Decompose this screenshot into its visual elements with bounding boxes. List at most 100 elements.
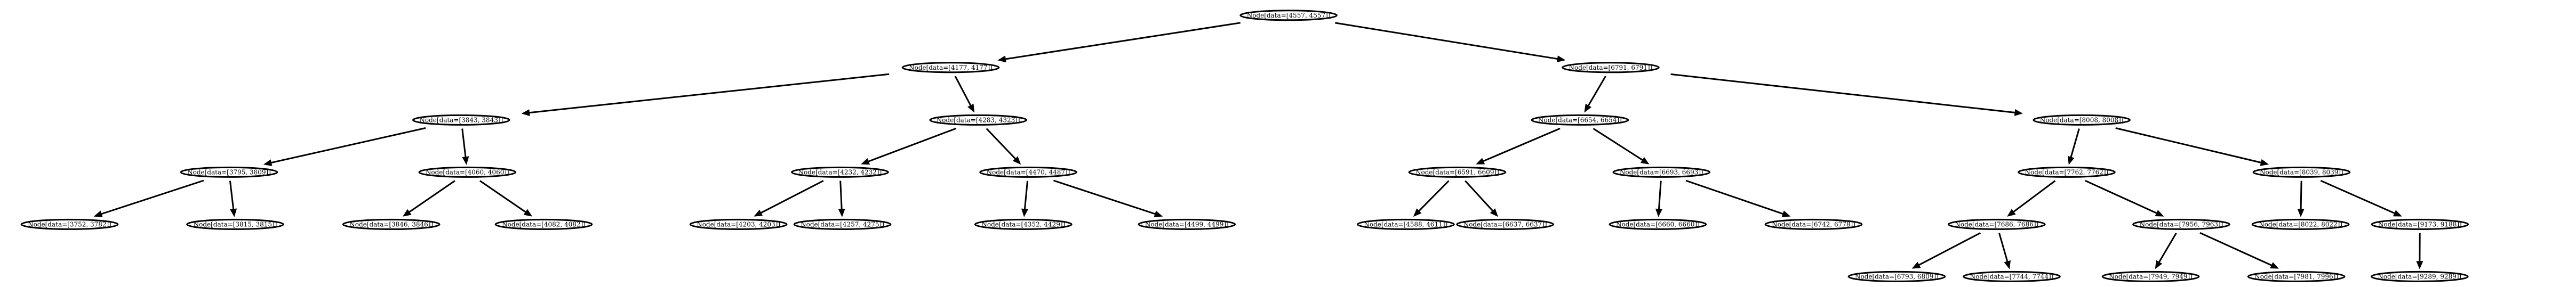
node-label: Node[data=[3843, 3843]]: [419, 116, 503, 124]
tree-node-n6637: Node[data=[6637, 6637]]: [1456, 218, 1555, 230]
node-label: Node[data=[6742, 6778]]: [1772, 220, 1855, 228]
tree-node-n3752: Node[data=[3752, 3782]]: [20, 218, 119, 230]
node-label: Node[data=[4283, 4323]]: [937, 116, 1020, 124]
tree-node-n3846: Node[data=[3846, 3846]]: [342, 218, 441, 230]
tree-node-n7686: Node[data=[7686, 7686]]: [1947, 218, 2046, 230]
edge-n4557-n4177: [1005, 22, 1241, 60]
edge-n4470-n4352: [1023, 181, 1028, 210]
node-ellipse: [186, 218, 284, 230]
tree-node-n4082: Node[data=[4082, 4082]]: [494, 218, 593, 230]
node-label: Node[data=[4177, 4177]]: [909, 64, 993, 71]
arrowhead-n8039-n9173: [2393, 210, 2402, 217]
edge-n7686-n7744: [1998, 233, 2009, 263]
node-label: Node[data=[3846, 3846]]: [349, 220, 433, 228]
arrowhead-n3843-n4060: [462, 156, 469, 165]
edge-n4060-n3846: [409, 180, 455, 213]
edge-n6693-n6742: [1685, 179, 1784, 215]
arrowhead-n4557-n6791: [1556, 55, 1566, 63]
arrowhead-n4470-n4499: [1154, 210, 1163, 217]
node-ellipse: [2371, 218, 2469, 230]
edge-n4470-n4499: [1053, 179, 1156, 215]
edge-layer: [93, 22, 2423, 269]
arrowhead-n6791-n8008: [2014, 109, 2023, 116]
arrowhead-n9173-n9289: [2416, 261, 2423, 269]
edge-n4283-n4232: [868, 127, 957, 162]
edge-n6791-n6654: [1587, 76, 1606, 106]
node-ellipse: [1562, 62, 1660, 73]
node-ellipse: [979, 166, 1077, 178]
edge-n4283-n4470: [986, 128, 1017, 160]
node-label: Node[data=[8008, 8008]]: [2040, 116, 2124, 124]
tree-node-n6693: Node[data=[6693, 6693]]: [1612, 166, 1711, 178]
arrowhead-n7956-n7949: [2155, 260, 2163, 269]
arrowhead-n6693-n6742: [1781, 210, 1791, 217]
node-label: Node[data=[8039, 8039]]: [2260, 168, 2343, 176]
tree-node-n7762: Node[data=[7762, 7762]]: [2018, 166, 2116, 178]
arrowhead-n7762-n7686: [2007, 209, 2016, 217]
node-ellipse: [793, 218, 892, 230]
node-ellipse: [901, 62, 1000, 73]
node-ellipse: [1138, 218, 1236, 230]
node-label: Node[data=[3752, 3782]]: [28, 220, 111, 228]
arrowhead-n7686-n6793: [1911, 261, 1921, 269]
node-label: Node[data=[7686, 7686]]: [1955, 220, 2038, 228]
tree-node-n4257: Node[data=[4257, 4275]]: [793, 218, 892, 230]
arrowhead-n6791-n6654: [1584, 103, 1591, 113]
arrowhead-n4283-n4470: [1012, 156, 1021, 165]
arrowhead-n6693-n6660: [1655, 208, 1662, 217]
node-label: Node[data=[4203, 4203]]: [697, 220, 780, 228]
arrowhead-n4283-n4232: [861, 158, 870, 165]
arrowhead-n7762-n7956: [2155, 210, 2164, 217]
tree-node-n4588: Node[data=[4588, 4611]]: [1356, 218, 1455, 230]
node-label: Node[data=[9173, 9188]]: [2378, 220, 2462, 228]
node-label: Node[data=[9289, 9289]]: [2378, 273, 2461, 280]
tree-node-n6591: Node[data=[6591, 6609]]: [1408, 166, 1507, 178]
node-label: Node[data=[7956, 7963]]: [2140, 220, 2223, 228]
node-label: Node[data=[7981, 7996]]: [2254, 273, 2338, 280]
node-label: Node[data=[6591, 6609]]: [1415, 168, 1499, 176]
arrowhead-n4177-n4283: [967, 103, 975, 113]
arrowhead-n8039-n8022: [2297, 209, 2305, 217]
node-ellipse: [2370, 270, 2469, 282]
node-label: Node[data=[4499, 4499]]: [1145, 220, 1229, 228]
edge-n7956-n7949: [2158, 232, 2177, 263]
tree-node-n3843: Node[data=[3843, 3843]]: [412, 114, 510, 126]
tree-node-n4177: Node[data=[4177, 4177]]: [901, 62, 1000, 73]
tree-node-n4060: Node[data=[4060, 4060]]: [418, 166, 517, 178]
arrowhead-n6591-n6637: [1490, 208, 1499, 217]
arrowhead-n4060-n4082: [523, 209, 533, 217]
node-label: Node[data=[7762, 7762]]: [2025, 168, 2108, 176]
node-ellipse: [1947, 218, 2046, 230]
tree-node-n7981: Node[data=[7981, 7996]]: [2247, 270, 2346, 282]
node-ellipse: [494, 218, 593, 230]
arrowhead-n7956-n7981: [2270, 262, 2279, 269]
node-label: Node[data=[6654, 6654]]: [1538, 116, 1622, 124]
node-ellipse: [1609, 218, 1707, 230]
tree-node-n4499: Node[data=[4499, 4499]]: [1138, 218, 1236, 230]
edge-n3795-n3752: [101, 179, 204, 215]
node-ellipse: [20, 218, 119, 230]
node-ellipse: [974, 218, 1073, 230]
tree-node-n7949: Node[data=[7949, 7949]]: [2101, 270, 2200, 282]
edge-n6591-n4588: [1418, 180, 1450, 212]
node-ellipse: [929, 114, 1028, 126]
node-ellipse: [418, 166, 517, 178]
node-label: Node[data=[6693, 6693]]: [1620, 168, 1703, 176]
node-ellipse: [2033, 114, 2131, 126]
arrowhead-n4232-n4257: [838, 208, 845, 217]
arrowhead-n6654-n6693: [1640, 157, 1650, 165]
node-ellipse: [2251, 218, 2350, 230]
edge-n4232-n4203: [760, 180, 824, 214]
node-label: Node[data=[4232, 4232]]: [798, 168, 882, 176]
node-ellipse: [2101, 270, 2200, 282]
arrowhead-n3843-n3795: [263, 159, 273, 166]
node-label: Node[data=[4257, 4275]]: [801, 220, 884, 228]
node-label: Node[data=[4082, 4082]]: [502, 220, 586, 228]
node-ellipse: [1764, 218, 1863, 230]
node-ellipse: [180, 166, 278, 178]
node-label: Node[data=[3815, 3815]]: [194, 220, 277, 228]
node-label: Node[data=[4588, 4611]]: [1364, 220, 1447, 228]
node-ellipse: [1456, 218, 1555, 230]
arrowhead-n3795-n3752: [93, 210, 103, 217]
